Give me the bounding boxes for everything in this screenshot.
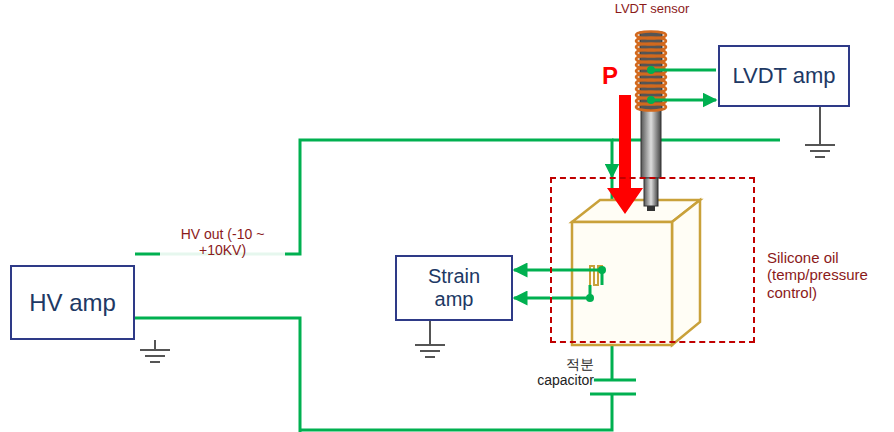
lvdt-probe [641, 108, 661, 211]
wire [651, 70, 716, 100]
capacitor-symbol [590, 380, 636, 394]
oil-bath-region: Silicone oil (temp/pressure control) [550, 177, 755, 343]
force-label: P [600, 62, 620, 90]
box-label: LVDT amp [726, 63, 841, 88]
signal-label: HV out (-10 ~ +10KV) [160, 226, 285, 258]
amplifier-box: HV amp [10, 265, 135, 340]
wire [135, 318, 612, 432]
region-label: Silicone oil (temp/pressure control) [767, 249, 885, 301]
wire-connector [514, 269, 550, 272]
ground-symbol [140, 105, 835, 362]
amplifier-box: LVDT amp [718, 45, 850, 107]
sensor-label: LVDT sensor [612, 2, 692, 17]
wire [612, 139, 780, 142]
specimen-cube [572, 200, 700, 345]
wire [552, 270, 602, 298]
wire-connector [514, 297, 550, 300]
amplifier-box: Strain amp [395, 255, 513, 321]
component-label: 적분 capacitor [528, 356, 594, 388]
box-label: Strain amp [402, 265, 506, 311]
box-label: HV amp [23, 289, 122, 317]
